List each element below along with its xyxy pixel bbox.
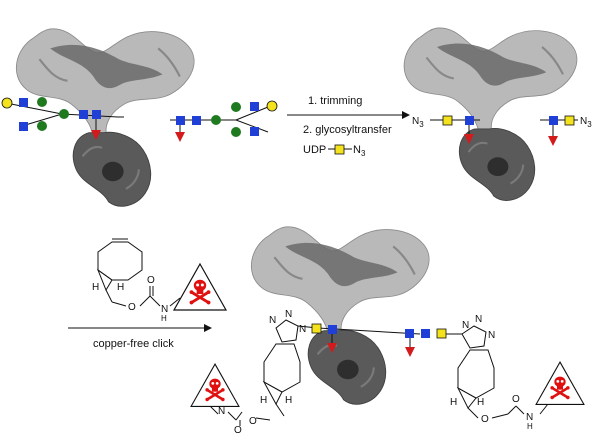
adc-left-h2: H xyxy=(260,395,267,406)
mannose-circle-icon xyxy=(59,109,69,119)
triazole-n1-right: N xyxy=(462,320,469,331)
galactose-circle-icon xyxy=(266,100,278,112)
galactose-square-icon xyxy=(311,323,322,334)
mannose-circle-icon xyxy=(231,102,241,112)
fucose-triangle-icon xyxy=(405,347,415,357)
bcn-toxin-reagent xyxy=(96,238,161,307)
toxin-reagent xyxy=(169,264,226,310)
adc-right-nh-h: H xyxy=(527,422,533,431)
adc-right-oxygen: O xyxy=(481,414,489,425)
glcnac-square-icon xyxy=(250,102,259,111)
udp-label: UDP xyxy=(303,144,326,156)
glcnac-square-icon xyxy=(79,110,88,119)
galactose-circle-icon xyxy=(1,97,13,109)
adc-left-oxygen: O xyxy=(249,416,257,427)
adc-left-h: H xyxy=(285,395,292,406)
adc-right-h: H xyxy=(450,397,457,408)
copper-free-click-label: copper-free click xyxy=(93,338,174,350)
antibody-native xyxy=(15,27,196,208)
step-trimming-label: 1. trimming xyxy=(308,95,362,107)
fucose-triangle-icon xyxy=(91,130,101,140)
glcnac-square-icon xyxy=(19,98,28,107)
adc-left-nitrogen: N xyxy=(218,406,225,417)
triazole-n3: N xyxy=(299,324,306,335)
skull-crossbones-icon xyxy=(191,364,239,406)
bcn-oxygen: O xyxy=(128,302,136,313)
galactose-square-icon xyxy=(436,328,447,339)
glcnac-square-icon xyxy=(192,116,201,125)
azide-left-label: N3 xyxy=(412,116,424,129)
mannose-circle-icon xyxy=(37,97,47,107)
fucose-triangle-icon xyxy=(464,134,474,144)
fucose-triangle-icon xyxy=(175,132,185,142)
skull-crossbones-icon xyxy=(536,362,584,404)
glycan-residues-azido: N3 N3 xyxy=(412,115,592,146)
fucose-triangle-icon xyxy=(327,343,337,353)
bcn-h-left: H xyxy=(92,282,99,293)
galactose-square-icon xyxy=(442,115,453,126)
glcnac-square-icon xyxy=(549,116,558,125)
udp-azide-label: N3 xyxy=(353,144,366,158)
bcn-nitrogen: N xyxy=(161,304,168,315)
glcnac-square-icon xyxy=(92,110,101,119)
triazole-n2: N xyxy=(285,309,292,320)
glycan-residues-native xyxy=(1,97,278,142)
adc-left-labels: N N N H H O O N xyxy=(218,309,306,433)
adc-right-linker xyxy=(446,325,549,419)
adc-right-nitrogen: N xyxy=(526,412,533,423)
glcnac-square-icon xyxy=(421,329,430,338)
reaction-arrow-2: copper-free click xyxy=(68,324,212,350)
bcn-labels: H H O O N H xyxy=(92,275,168,323)
mannose-circle-icon xyxy=(231,127,241,137)
skull-crossbones-icon xyxy=(174,264,226,310)
antibody-azido xyxy=(403,26,578,202)
step-glycosyltransfer-label: 2. glycosyltransfer xyxy=(303,124,392,136)
galactose-square-icon xyxy=(334,144,345,155)
mannose-circle-icon xyxy=(211,115,221,125)
glcnac-square-icon xyxy=(250,127,259,136)
azide-right-label: N3 xyxy=(580,116,592,129)
glcnac-square-icon xyxy=(328,325,337,334)
galactose-square-icon xyxy=(564,115,575,126)
fucose-triangle-icon xyxy=(548,136,558,146)
glcnac-square-icon xyxy=(176,116,185,125)
triazole-n1: N xyxy=(269,315,276,326)
triazole-n2-right: N xyxy=(475,314,482,325)
adc-right-carbonyl: O xyxy=(512,394,520,405)
triazole-n3-right: N xyxy=(488,330,495,341)
bcn-carbonyl-oxygen: O xyxy=(147,275,155,286)
antibody-drug-conjugate xyxy=(250,225,431,406)
bcn-h-right: H xyxy=(117,282,124,293)
bcn-nh-h: H xyxy=(161,314,167,323)
adc-left-carbonyl: O xyxy=(234,425,242,433)
glcnac-square-icon xyxy=(405,329,414,338)
adc-glycans xyxy=(311,323,447,357)
reaction-arrow-1: 1. trimming 2. glycosyltransfer UDP N3 xyxy=(287,95,410,158)
glcnac-square-icon xyxy=(19,122,28,131)
adc-right-labels: N N N H H O O N H xyxy=(450,314,533,431)
adc-left-toxin xyxy=(191,364,239,406)
mannose-circle-icon xyxy=(37,121,47,131)
adc-right-toxin xyxy=(536,362,584,404)
glcnac-square-icon xyxy=(465,116,474,125)
adc-right-h2: H xyxy=(477,397,484,408)
glycan-chains-native xyxy=(5,102,269,140)
